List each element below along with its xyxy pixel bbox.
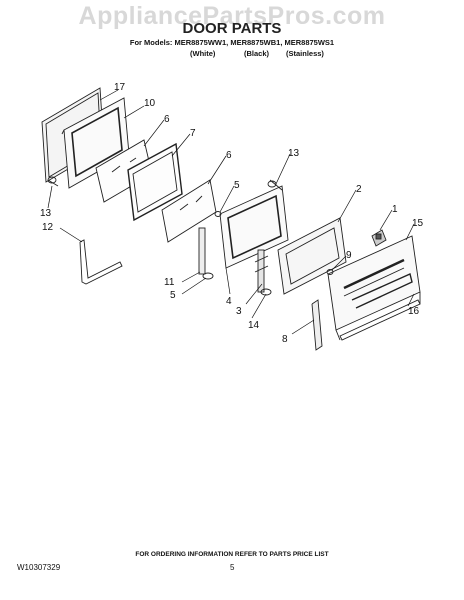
- model-list: For Models: MER8875WW1, MER8875WB1, MER8…: [129, 38, 335, 47]
- callout-14: 14: [248, 320, 260, 331]
- ordering-note: FOR ORDERING INFORMATION REFER TO PARTS …: [135, 551, 329, 558]
- page-title: DOOR PARTS: [182, 20, 282, 37]
- callout-8: 8: [282, 334, 288, 345]
- callout-13a: 13: [288, 148, 300, 159]
- variant-black: (Black): [244, 49, 270, 58]
- part-11-hinge-arm: [198, 227, 214, 280]
- variant-stainless: (Stainless): [286, 49, 324, 58]
- callout-1: 1: [392, 204, 398, 215]
- callout-13b: 13: [40, 208, 52, 219]
- callout-16: 16: [408, 306, 420, 317]
- callout-5a: 5: [234, 180, 240, 191]
- part-10-door-frame: [61, 97, 130, 189]
- part-7-glass-pack: [127, 142, 183, 222]
- part-12-bracket: [79, 239, 123, 285]
- callout-2: 2: [356, 184, 362, 195]
- part-16-outer-door: [327, 235, 421, 341]
- callout-3: 3: [236, 306, 242, 317]
- callout-7: 7: [190, 128, 196, 139]
- part-2-door-liner: [277, 217, 347, 295]
- part-13-screw-top: [267, 179, 283, 191]
- callout-5b: 5: [170, 290, 176, 301]
- callout-labels: 17 10 6 7 6 13 5 2 1 15 9 13 12 11 5 4 3…: [40, 82, 424, 345]
- page-number: 5: [230, 563, 235, 572]
- callout-17: 17: [114, 82, 126, 93]
- callout-15: 15: [412, 218, 424, 229]
- part-13-screw-left: [47, 176, 59, 187]
- part-1-badge: [371, 229, 387, 247]
- callout-6b: 6: [226, 150, 232, 161]
- part-9-screw: [326, 269, 334, 275]
- callout-6a: 6: [164, 114, 170, 125]
- callout-9: 9: [346, 250, 352, 261]
- callout-4: 4: [226, 296, 232, 307]
- document-id: W10307329: [17, 563, 61, 572]
- callout-12: 12: [42, 222, 54, 233]
- callout-10: 10: [144, 98, 156, 109]
- part-8-trim: [311, 299, 323, 351]
- variant-white: (White): [190, 49, 216, 58]
- leader-lines: [47, 89, 415, 335]
- part-6-glass-middle: [161, 179, 217, 243]
- part-4-inner-frame: [214, 185, 289, 269]
- callout-11: 11: [164, 277, 175, 288]
- watermark: AppliancePartsPros.com: [78, 2, 386, 30]
- part-3-hinge: [254, 249, 272, 296]
